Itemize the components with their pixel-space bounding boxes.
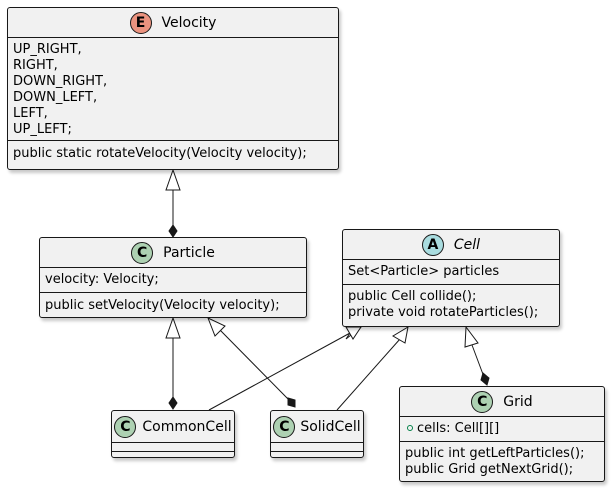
class-badge-icon: C bbox=[471, 390, 494, 413]
method: public int getLeftParticles(); bbox=[405, 446, 585, 461]
field-text: cells: Cell[][] bbox=[417, 421, 500, 436]
edge-commoncell-cell bbox=[208, 332, 351, 411]
inheritance-arrowhead bbox=[392, 325, 409, 344]
methods-section: public setVelocity(Velocity velocity); bbox=[40, 292, 306, 316]
fields-section: cells: Cell[][] bbox=[400, 417, 604, 441]
methods-section bbox=[112, 451, 234, 459]
enum-value: RIGHT, bbox=[13, 58, 58, 73]
enum-badge-icon: E bbox=[129, 11, 152, 34]
enum-values-section: UP_RIGHT, RIGHT, DOWN_RIGHT, DOWN_LEFT, … bbox=[8, 38, 338, 140]
inheritance-arrowhead bbox=[165, 168, 181, 191]
class-badge-icon: C bbox=[131, 241, 154, 264]
class-name: Grid bbox=[503, 393, 533, 410]
methods-section: public Cell collide(); private void rota… bbox=[343, 284, 559, 323]
enum-value: LEFT, bbox=[13, 106, 48, 121]
class-name: SolidCell bbox=[300, 418, 361, 435]
methods-section: public int getLeftParticles(); public Gr… bbox=[400, 441, 604, 480]
class-header: E Velocity bbox=[8, 8, 338, 38]
fields-section: Set<Particle> particles bbox=[343, 260, 559, 284]
class-box-particle: C Particle velocity: Velocity; public se… bbox=[39, 237, 307, 318]
edge-solidcell-cell bbox=[336, 338, 401, 411]
class-box-velocity: E Velocity UP_RIGHT, RIGHT, DOWN_RIGHT, … bbox=[7, 7, 339, 170]
methods-section: public static rotateVelocity(Velocity ve… bbox=[8, 140, 338, 164]
class-header: C SolidCell bbox=[271, 411, 363, 443]
fields-section bbox=[112, 443, 234, 451]
class-box-grid: C Grid cells: Cell[][] public int getLef… bbox=[399, 386, 605, 482]
class-badge-icon: C bbox=[273, 415, 296, 438]
enum-value: UP_LEFT; bbox=[13, 122, 72, 137]
class-box-cell: A Cell Set<Particle> particles public Ce… bbox=[342, 229, 560, 327]
field: velocity: Velocity; bbox=[45, 272, 159, 287]
method: private void rotateParticles(); bbox=[348, 305, 539, 320]
field: Set<Particle> particles bbox=[348, 264, 500, 279]
composition-diamond bbox=[168, 396, 178, 410]
fields-section: velocity: Velocity; bbox=[40, 268, 306, 292]
edge-solidcell-particle bbox=[219, 329, 291, 402]
enum-value: DOWN_LEFT, bbox=[13, 90, 98, 105]
inheritance-arrowhead bbox=[345, 326, 362, 340]
class-header: C Particle bbox=[40, 238, 306, 268]
class-badge-icon: C bbox=[114, 415, 137, 438]
class-header: A Cell bbox=[343, 230, 559, 260]
abstract-badge-icon: A bbox=[421, 233, 444, 256]
field: cells: Cell[][] bbox=[405, 421, 599, 437]
public-visibility-icon bbox=[407, 425, 413, 431]
class-box-solidcell: C SolidCell bbox=[270, 410, 364, 458]
class-header: C Grid bbox=[400, 387, 604, 417]
composition-diamond bbox=[168, 224, 178, 238]
enum-value: UP_RIGHT, bbox=[13, 42, 82, 57]
edge-grid-cell bbox=[471, 344, 485, 378]
methods-section bbox=[271, 451, 363, 459]
class-name: Particle bbox=[163, 244, 215, 261]
method: public setVelocity(Velocity velocity); bbox=[45, 298, 280, 313]
class-name: Cell bbox=[453, 236, 481, 253]
method: public Cell collide(); bbox=[348, 289, 477, 304]
fields-section bbox=[271, 443, 363, 451]
class-name: CommonCell bbox=[142, 418, 232, 435]
composition-diamond bbox=[287, 397, 296, 408]
inheritance-arrowhead bbox=[464, 325, 479, 348]
class-box-commoncell: C CommonCell bbox=[111, 410, 235, 458]
composition-diamond bbox=[480, 372, 490, 386]
method: public static rotateVelocity(Velocity ve… bbox=[13, 146, 307, 161]
class-name: Velocity bbox=[161, 14, 217, 31]
method: public Grid getNextGrid(); bbox=[405, 462, 574, 477]
class-header: C CommonCell bbox=[112, 411, 234, 443]
inheritance-arrowhead bbox=[165, 316, 181, 339]
enum-value: DOWN_RIGHT, bbox=[13, 74, 108, 89]
inheritance-arrowhead bbox=[207, 317, 226, 337]
